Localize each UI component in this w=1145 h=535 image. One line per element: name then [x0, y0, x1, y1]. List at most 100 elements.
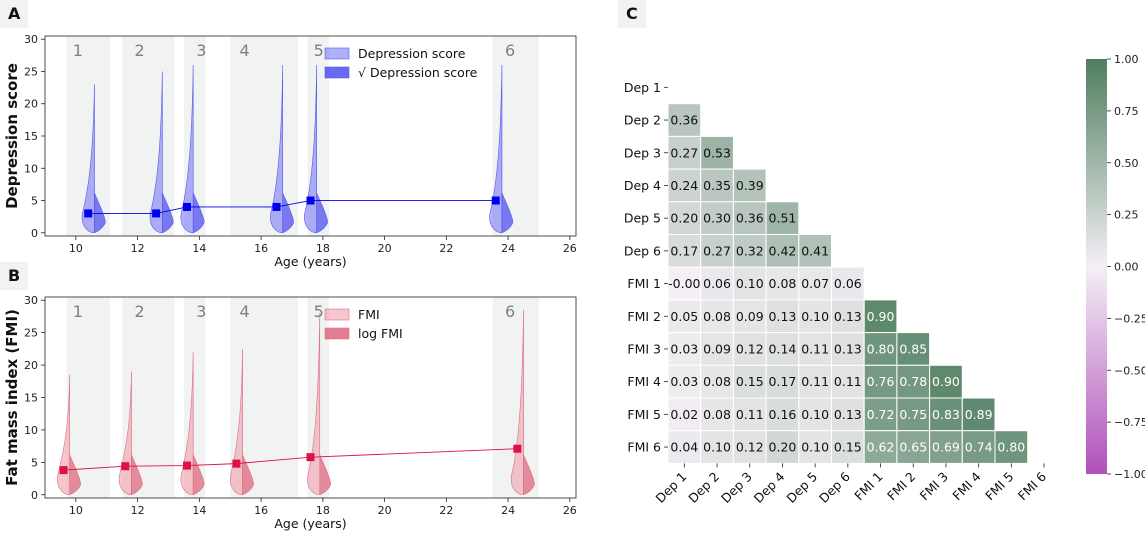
- violin-transformed: [316, 192, 328, 234]
- wave-label: 3: [196, 41, 206, 60]
- col-label: Dep 2: [685, 469, 722, 506]
- median-marker: [121, 462, 130, 471]
- heatmap-cell: [896, 332, 931, 366]
- heatmap-cell-value: 0.72: [867, 407, 895, 422]
- x-tick-label: 12: [131, 504, 145, 517]
- heatmap-cell-value: 0.12: [736, 440, 764, 455]
- heatmap-cell-value: 0.17: [769, 374, 797, 389]
- heatmap-cell-value: -0.00: [668, 276, 700, 291]
- col-label: Dep 3: [718, 469, 755, 506]
- y-tick-label: 30: [24, 294, 38, 307]
- heatmap-cell-value: 0.05: [670, 309, 698, 324]
- violin-transformed: [242, 454, 254, 496]
- row-label: FMI 1: [627, 276, 661, 291]
- heatmap-cell: [798, 234, 832, 268]
- heatmap-cell: [700, 364, 734, 399]
- heatmap-cell-value: 0.10: [801, 407, 829, 422]
- heatmap-cell-value: 0.10: [801, 309, 829, 324]
- heatmap-cell-value: 0.27: [670, 145, 698, 160]
- wave-label: 4: [239, 302, 249, 321]
- heatmap-cell-value: 0.80: [867, 341, 895, 356]
- legend-swatch: [324, 47, 350, 60]
- heatmap-cell-value: 0.16: [769, 407, 797, 422]
- y-tick-label: 15: [24, 130, 38, 143]
- violin-raw: [81, 84, 95, 234]
- y-tick-label: 15: [24, 392, 38, 405]
- panel-b-letter: B: [8, 266, 20, 285]
- y-tick-label: 10: [24, 424, 38, 437]
- row-label: Dep 5: [624, 211, 661, 226]
- colorbar-tick-label: 1.00: [1114, 53, 1139, 66]
- heatmap-cell: [863, 299, 898, 334]
- heatmap-cell-value: 0.75: [899, 407, 927, 422]
- heatmap-cell: [732, 201, 767, 236]
- median-marker: [232, 459, 241, 468]
- heatmap-cell-value: 0.10: [703, 440, 731, 455]
- heatmap-cell-value: 0.11: [801, 374, 829, 389]
- colorbar-tick-label: −1.00: [1114, 468, 1145, 481]
- wave-label: 1: [73, 41, 83, 60]
- heatmap-cell: [765, 266, 800, 301]
- median-marker: [306, 453, 315, 462]
- col-label: Dep 4: [751, 469, 788, 506]
- median-marker: [183, 202, 192, 211]
- colorbar-tick-label: −0.75: [1114, 416, 1145, 429]
- row-label: FMI 2: [627, 309, 661, 324]
- heatmap-cell-value: 0.13: [834, 309, 862, 324]
- col-label: FMI 6: [1015, 469, 1049, 503]
- panel-a-letter: A: [8, 4, 21, 23]
- x-tick-label: 14: [192, 504, 206, 517]
- median-marker: [59, 466, 68, 475]
- median-line: [88, 200, 496, 214]
- wave-label: 2: [135, 302, 145, 321]
- heatmap-cell-value: 0.90: [867, 309, 895, 324]
- y-tick-label: 0: [31, 489, 38, 502]
- row-label: Dep 2: [624, 113, 661, 128]
- panel-c-letter: C: [626, 4, 638, 23]
- col-label: Dep 1: [653, 469, 690, 506]
- violin-transformed: [192, 192, 205, 234]
- heatmap-cell-value: 0.78: [899, 374, 927, 389]
- y-tick-label: 30: [24, 33, 38, 46]
- wave-label: 1: [73, 302, 83, 321]
- heatmap-cell-value: 0.41: [801, 243, 829, 258]
- colorbar-tick-label: 0.25: [1114, 209, 1139, 222]
- heatmap-cell-value: 0.13: [834, 407, 862, 422]
- x-tick-label: 10: [69, 242, 83, 255]
- heatmap-cell: [667, 364, 702, 399]
- heatmap-cell-value: 0.20: [769, 440, 797, 455]
- heatmap-cell-value: 0.06: [834, 276, 862, 291]
- heatmap-cell-value: 0.35: [703, 178, 731, 193]
- heatmap-cell-value: 0.14: [769, 341, 797, 356]
- heatmap-cell-value: 0.83: [932, 407, 960, 422]
- heatmap-cell: [700, 430, 734, 464]
- heatmap-cell-value: 0.36: [736, 211, 764, 226]
- col-label: Dep 6: [816, 469, 853, 506]
- heatmap-cell: [961, 397, 996, 432]
- y-tick-label: 5: [31, 195, 38, 208]
- heatmap-cell-value: 0.17: [670, 243, 698, 258]
- median-marker: [491, 196, 500, 205]
- legend-swatch: [324, 327, 350, 340]
- x-tick-label: 22: [439, 504, 453, 517]
- legend-label: √ Depression score: [358, 65, 478, 80]
- heatmap-cell: [929, 430, 963, 464]
- heatmap-cell-value: 0.62: [867, 440, 895, 455]
- wave-label: 2: [135, 41, 145, 60]
- violin-raw: [149, 71, 163, 234]
- heatmap-cell: [700, 168, 734, 203]
- col-label: FMI 4: [949, 469, 983, 503]
- heatmap-cell: [831, 397, 865, 432]
- y-tick-label: 5: [31, 456, 38, 469]
- heatmap-cell: [831, 332, 865, 366]
- y-tick-label: 20: [24, 359, 38, 372]
- heatmap-cell: [765, 201, 800, 236]
- heatmap-cell-value: 0.13: [769, 309, 797, 324]
- row-label: FMI 4: [627, 374, 661, 389]
- col-label: Dep 5: [783, 469, 820, 506]
- x-axis-label: Age (years): [274, 516, 346, 531]
- heatmap-cell-value: 0.69: [932, 440, 960, 455]
- x-tick-label: 16: [254, 504, 268, 517]
- violin-raw: [57, 374, 70, 496]
- heatmap-cell-value: 0.11: [801, 341, 829, 356]
